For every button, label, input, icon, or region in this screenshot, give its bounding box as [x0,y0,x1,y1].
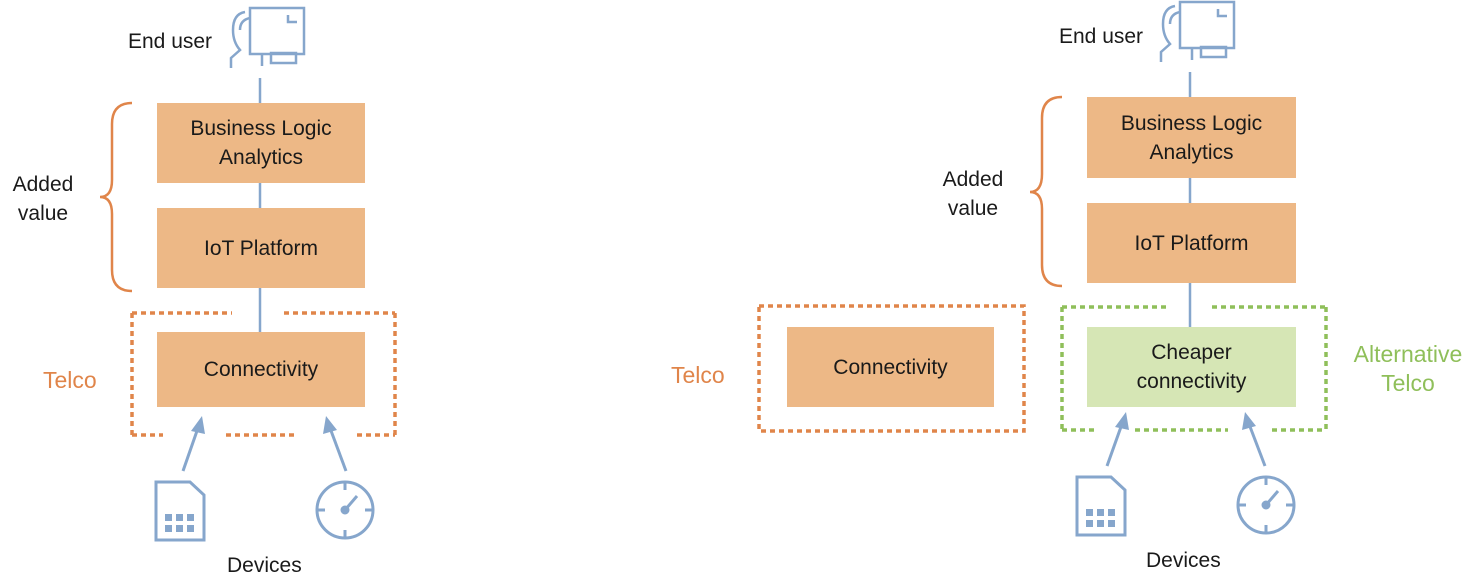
devices-label: Devices [1146,549,1221,572]
meter-icon [315,480,375,540]
added-value-label: Added value [8,170,78,228]
connectivity-label: Connectivity [203,358,319,381]
connectivity-label: Connectivity [833,355,948,379]
iot-platform-label: IoT Platform [204,236,318,260]
business-logic-line: Business Logic [1120,111,1263,135]
alternative-telco-label: Alternative Telco [1341,340,1475,398]
telco-boundary [130,311,397,437]
end-user-label: End user [128,30,213,53]
added-value-line: Added [942,168,1004,191]
added-value-line: Added [12,173,74,196]
connectivity-line: connectivity [1136,370,1247,393]
cheaper-line: Cheaper [1151,341,1232,364]
cheaper-connectivity-box: Cheaper connectivity [1087,327,1296,407]
added-value-line: value [947,197,999,220]
meter-icon [1236,475,1296,535]
end-user-label: End user [1059,25,1144,48]
telco-label: Telco [43,367,97,393]
connectivity-box: Connectivity [157,332,365,407]
devices-label: Devices [227,554,302,577]
added-value-brace [1029,95,1063,288]
business-logic-box: Business Logic Analytics [1087,97,1296,178]
alternative-line: Alternative [1353,341,1463,367]
added-value-label: Added value [938,165,1008,223]
added-value-line: value [17,202,69,225]
analytics-line: Analytics [218,146,304,169]
sim-card-icon [154,480,206,542]
business-logic-line: Business Logic [190,117,332,140]
sim-card-icon [1075,475,1127,537]
user-computer-icon [229,6,306,68]
iot-platform-label: IoT Platform [1134,231,1249,255]
telco-label: Telco [671,362,725,388]
device-arrow [1105,423,1124,467]
telco-line: Telco [1381,370,1435,396]
user-computer-icon [1159,0,1236,62]
analytics-line: Analytics [1149,140,1234,164]
business-logic-box: Business Logic Analytics [157,103,365,183]
iot-platform-box: IoT Platform [157,208,365,288]
connectivity-box: Connectivity [787,327,994,407]
telco-boundary [757,304,1026,433]
iot-platform-box: IoT Platform [1087,203,1296,283]
added-value-brace [99,101,133,293]
device-arrow [181,427,200,472]
alternative-telco-boundary [1060,305,1328,432]
